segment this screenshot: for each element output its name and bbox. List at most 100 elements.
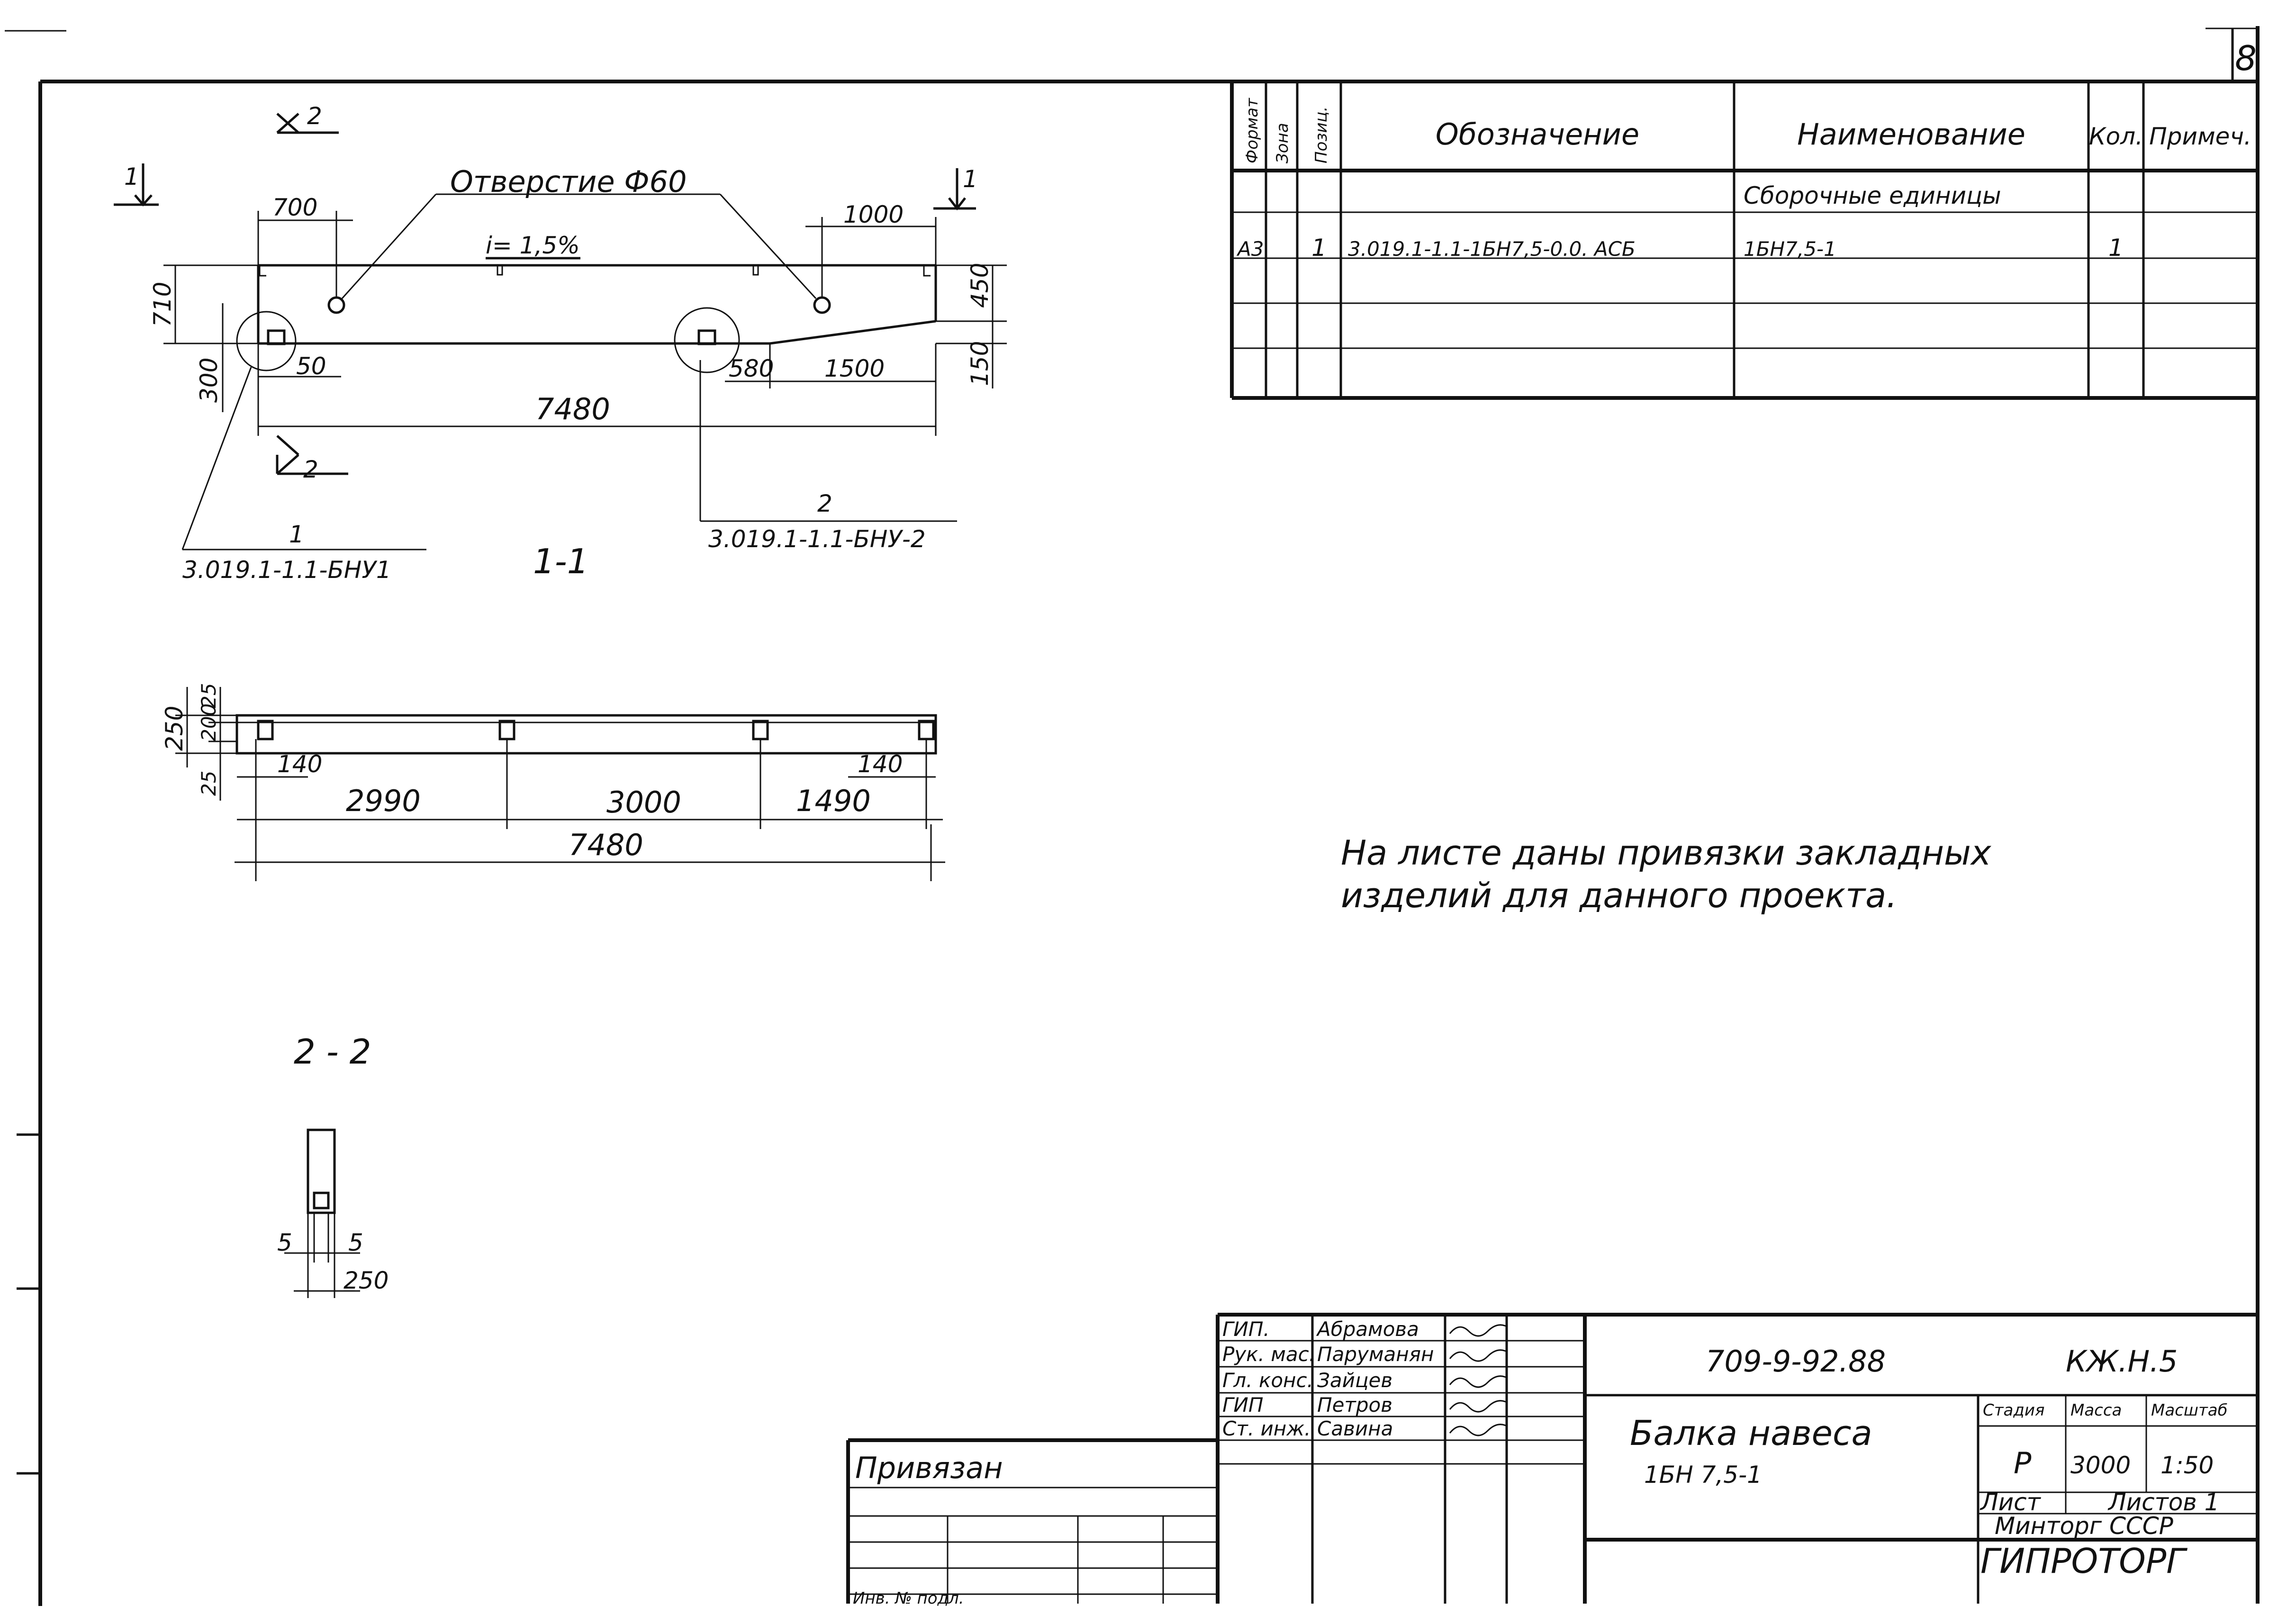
signature-row: ГИП. Абрамова (1222, 1317, 1507, 1341)
project-code: 709-9-92.88 (1706, 1344, 1886, 1379)
dim-200: 200 (197, 704, 220, 741)
note-line-2: изделий для данного проекта. (1341, 875, 1897, 915)
dim-1490: 1490 (796, 784, 871, 818)
section-1-mark-right: 1 (963, 165, 978, 193)
sheet-number: 8 (2235, 38, 2257, 78)
signature-mark (1449, 1324, 1507, 1337)
dim-580: 580 (729, 355, 774, 382)
callout-1-code: 3.019.1-1.1-БНУ1 (182, 556, 391, 584)
section-1-1-beam (235, 714, 937, 755)
section-2-mark-bottom: 2 (303, 456, 318, 483)
section-1-1-title: 1-1 (533, 541, 589, 581)
organization-ministry: Минторг СССР (1995, 1512, 2174, 1540)
dim-300: 300 (195, 358, 223, 403)
svg-text:Рук. мас.: Рук. мас. (1222, 1343, 1315, 1366)
section-2-2-view: 2 - 2 5 5 250 (277, 1032, 389, 1298)
dim-710: 710 (149, 282, 176, 327)
signature-mark (1449, 1400, 1507, 1413)
signature-row: Рук. мас. Паруманян (1222, 1343, 1507, 1366)
header-designation: Обозначение (1436, 117, 1639, 152)
callout-1-number: 1 (289, 521, 304, 548)
title-block: Привязан Инв. № подл. ГИП. Абрамова Рук.… (846, 1313, 2258, 1608)
embed-1 (257, 720, 274, 740)
svg-text:Ст. инж.: Ст. инж. (1222, 1417, 1311, 1440)
section-1-1-view: 1-1 250 25 200 25 140 140 2990 3000 1490 (161, 541, 945, 881)
dim-140-left: 140 (277, 750, 322, 778)
embed-3 (752, 720, 769, 740)
callout-1-leader (181, 367, 252, 550)
drawing-mark: КЖ.Н.5 (2066, 1344, 2178, 1379)
header-quantity: Кол. (2089, 123, 2143, 150)
scale-header: Масштаб (2151, 1401, 2228, 1420)
svg-text:ГИП.: ГИП. (1222, 1317, 1270, 1341)
embed-circle-1 (236, 311, 297, 371)
dim-25-top: 25 (197, 683, 220, 708)
signature-mark (1449, 1424, 1507, 1436)
dim-700: 700 (272, 194, 317, 221)
header-zone: Зона (1273, 123, 1292, 163)
dim-2990: 2990 (346, 784, 421, 818)
mass-value: 3000 (2070, 1452, 2131, 1479)
note-line-1: На листе даны привязки закладных (1341, 833, 1992, 873)
sheet-label: Лист (1980, 1489, 2042, 1516)
svg-text:ГИП: ГИП (1222, 1393, 1263, 1416)
svg-text:Гл. конс.: Гл. конс. (1222, 1369, 1313, 1392)
dim-25-bottom: 25 (197, 771, 220, 796)
section-2-arrow-top (276, 113, 339, 134)
svg-text:Паруманян: Паруманян (1317, 1343, 1434, 1366)
sheet-frame: 8 (5, 26, 2260, 1606)
dim-3000: 3000 (606, 785, 681, 820)
hole-label: Отверстие Ф60 (450, 164, 687, 199)
hole-leader-right (719, 193, 817, 299)
dim-1000: 1000 (843, 201, 904, 228)
header-name: Наименование (1797, 117, 2025, 152)
stage-header: Стадия (1983, 1401, 2044, 1420)
general-note: На листе даны привязки закладных изделий… (1341, 833, 1992, 915)
signature-row: Ст. инж. Савина (1222, 1417, 1507, 1440)
callout-2-code: 3.019.1-1.1-БНУ-2 (708, 525, 926, 553)
embed-4 (918, 720, 935, 740)
dim-140-right: 140 (858, 750, 903, 778)
header-position: Позиц. (1312, 107, 1331, 164)
signature-row: Гл. конс. Зайцев (1222, 1369, 1507, 1392)
dim-450: 450 (966, 263, 994, 308)
section-2-2-title: 2 - 2 (294, 1032, 371, 1072)
beam-elevation-view: 1 1 2 2 Отверстие Ф60 i= 1,5% 700 1000 7… (114, 102, 1007, 584)
hole-left (327, 296, 345, 314)
embed-circle-2 (674, 307, 740, 373)
stage-value: Р (2014, 1446, 2032, 1480)
dim-250: 250 (343, 1267, 389, 1294)
row-name: 1БН7,5-1 (1744, 237, 1836, 261)
beam-taper-edge (769, 320, 936, 345)
hole-leader-left (341, 193, 437, 299)
linked-label: Привязан (855, 1451, 1003, 1485)
dim-250: 250 (161, 706, 188, 751)
section-2-2-embed (313, 1191, 330, 1209)
section-2-2-beam (307, 1128, 336, 1214)
section-2-mark-top: 2 (307, 102, 322, 130)
inventory-label: Инв. № подл. (853, 1589, 964, 1608)
table-row: А3 1 3.019.1-1.1-1БН7,5-0.0. АСБ 1БН7,5-… (1236, 234, 2124, 262)
svg-text:Савина: Савина (1317, 1417, 1393, 1440)
svg-text:Петров: Петров (1317, 1393, 1392, 1416)
signature-mark (1449, 1375, 1507, 1388)
signature-row: ГИП Петров (1222, 1393, 1507, 1416)
row-position: 1 (1311, 234, 1327, 262)
dim-50: 50 (296, 352, 326, 380)
dim-7480-section: 7480 (569, 828, 643, 862)
slope-label: i= 1,5% (486, 232, 580, 259)
mass-header: Масса (2070, 1401, 2122, 1420)
dim-1500: 1500 (824, 355, 885, 382)
section-title-assembly-units: Сборочные единицы (1744, 182, 2001, 209)
svg-text:Зайцев: Зайцев (1317, 1369, 1392, 1392)
spec-table: Формат Зона Позиц. Обозначение Наименова… (1230, 81, 2258, 400)
row-format: А3 (1236, 237, 1264, 261)
hole-right (813, 296, 831, 314)
top-embeds (259, 265, 931, 277)
dim-7480-main: 7480 (535, 392, 610, 426)
organization-name: ГИПРОТОРГ (1980, 1541, 2188, 1581)
section-2-arrow-bottom (276, 435, 348, 475)
embed-plate-1 (267, 329, 286, 345)
section-1-mark-left: 1 (124, 163, 139, 190)
